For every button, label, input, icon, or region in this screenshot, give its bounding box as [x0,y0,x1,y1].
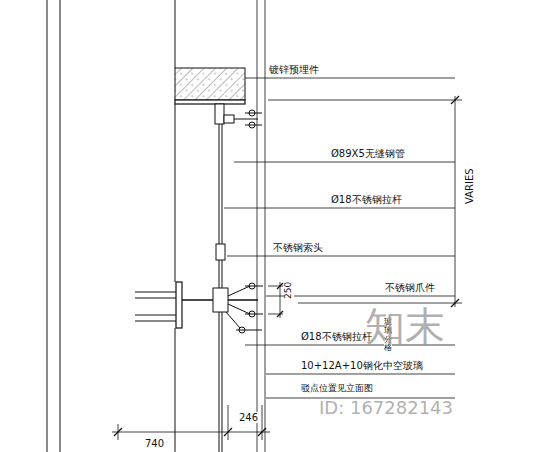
extension-line [262,405,263,440]
leader-line [266,296,455,297]
dimension-tick [451,96,459,104]
dimension-tick [451,299,459,307]
axis-line [47,0,48,452]
steel-rod [219,124,220,288]
anchor-bolt [135,315,176,316]
anchor-bolt [135,321,176,322]
column-edge [175,104,176,282]
bolt-line [245,113,262,114]
spider-claw [228,304,250,314]
anchor-bolt [135,298,176,299]
dimension-label: 246 [238,412,259,423]
part-label: 镀锌预埋件 [268,64,320,75]
anchor-bolt [135,292,176,293]
part-label: 10+12A+10钢化中空玻璃 [300,360,424,371]
bolt-line [236,330,262,331]
column-edge [175,328,176,452]
embedded-plate [175,100,245,104]
spider-arm [234,119,258,120]
axis-line [60,0,61,452]
dimension-line [280,282,281,318]
note-label: 驳点位置见立面图 [300,384,374,394]
leader-line [224,208,455,209]
watermark: 知末 [364,304,446,348]
part-label: 不锈钢索头 [272,242,324,253]
leader-line [234,162,455,163]
dimension-tick [224,428,232,436]
leader-line [245,78,455,79]
spider-hub [213,288,228,312]
cable-head [216,244,225,260]
hanger-bracket [215,104,224,124]
leader-line [266,374,455,375]
wall-edge [175,0,176,68]
spider-claw [228,286,250,296]
anchor-plate [176,282,182,328]
part-label: Ø18不锈钢拉杆 [330,194,403,205]
concrete-slab [175,68,245,100]
dimension-label: 250 [284,281,294,300]
dimension-line [112,432,270,433]
part-label: Ø89X5无缝钢管 [330,148,406,159]
watermark-id: ID: 167282143 [318,398,454,418]
pin-lug [224,115,234,123]
part-label: Ø18不锈钢拉杆 [300,331,373,342]
glass-pane [257,0,258,452]
steel-rod [222,124,223,288]
dimension-label: 740 [144,438,165,449]
steel-rod [219,312,220,452]
tie-rod [226,312,240,328]
extension-line [228,405,229,440]
dimension-tick [258,428,266,436]
leader-line [227,256,455,257]
dimension-tick [277,283,283,289]
part-label: 不锈钢爪件 [384,282,436,293]
dimension-label: VARIES [464,167,475,205]
bolt-line [245,286,263,287]
bolt-line [245,314,263,315]
extension-line [268,100,462,101]
dimension-tick [114,428,122,436]
glass-pane [265,0,266,452]
dimension-line [455,96,456,307]
bolt-line [245,125,262,126]
steel-rod [222,312,223,452]
dimension-tick [277,311,283,317]
